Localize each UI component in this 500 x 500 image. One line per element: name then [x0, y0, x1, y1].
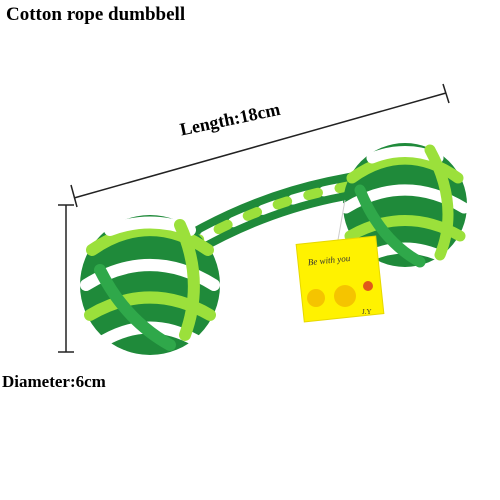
cartoon-icon: [334, 285, 356, 307]
length-dimension-line: [70, 83, 450, 208]
bowl-icon: [363, 281, 373, 291]
diameter-dimension-line: [58, 204, 74, 353]
hang-tag: [295, 235, 385, 323]
product-title: Cotton rope dumbbell: [6, 4, 186, 25]
tag-text-top: Be with you: [307, 253, 351, 267]
cartoon-icon: [307, 289, 325, 307]
tag-string: [337, 199, 346, 241]
left-rope-ball: [80, 215, 220, 355]
tag-text-bottom: J.Y: [362, 308, 372, 316]
diameter-label: Diameter:6cm: [2, 372, 106, 391]
